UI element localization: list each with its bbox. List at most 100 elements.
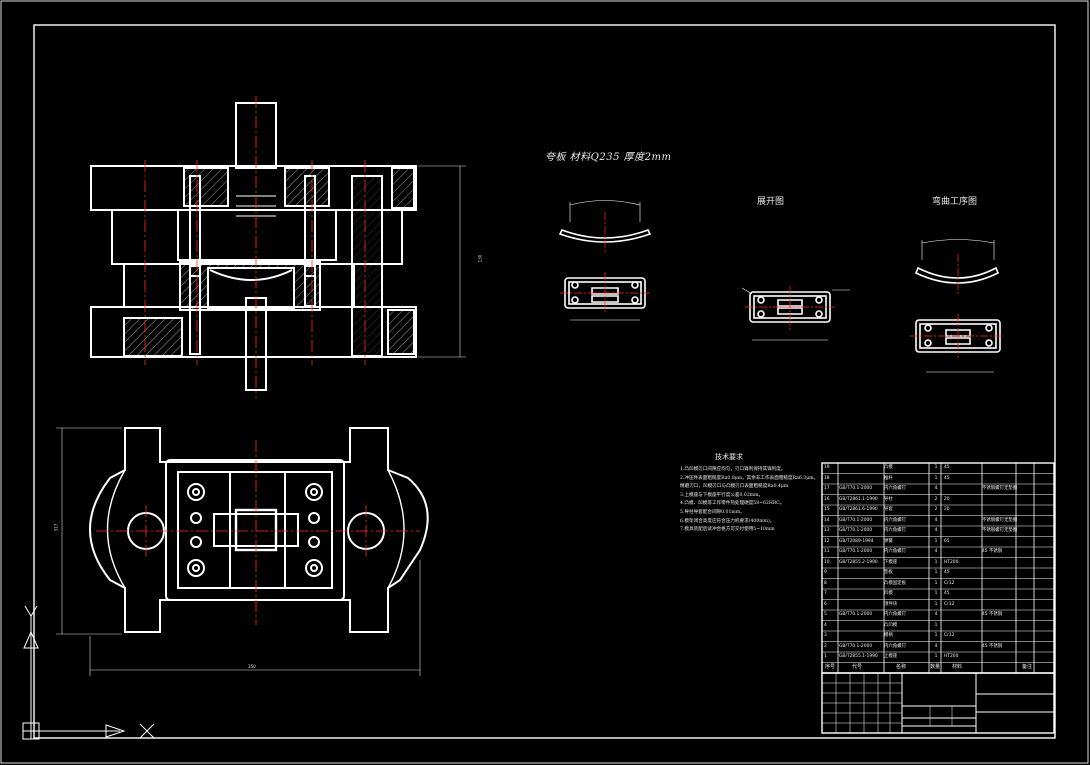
bom-cell-qty: 4 xyxy=(934,486,938,491)
bom-cell-material: 45 xyxy=(944,465,950,470)
bom-cell-qty: 2 xyxy=(934,496,938,502)
part1-centerlines xyxy=(560,212,650,314)
bom-cell-remark xyxy=(982,558,1054,568)
bom-cell-name: 导柱 xyxy=(884,496,893,502)
bom-cell-name: 凸凹模 xyxy=(884,622,898,628)
bom-cell-no: 7 xyxy=(824,591,827,596)
plan-centerlines xyxy=(96,440,420,625)
bom-cell-material: Cr12 xyxy=(944,601,955,607)
bom-cell-remark xyxy=(982,537,1054,547)
bom-cell-material: HT200 xyxy=(944,559,959,565)
front-centerlines xyxy=(144,96,366,398)
tech-note: 精磨刃口，凹模刃口与凸模刃口表面粗糙度Ra0.4μm xyxy=(680,484,789,490)
sheet-inner-border xyxy=(33,24,1056,739)
bom-cell-remark xyxy=(982,505,1054,515)
tech-note: 1.凸凹模刃口间隙应均匀，刃口锋利保持其锋利度。 xyxy=(680,467,786,472)
bom-cell-material: 45 xyxy=(944,570,950,575)
bom-cell-no: 14 xyxy=(824,517,830,523)
bom-cell-name: 垫板 xyxy=(884,570,893,575)
bending-view-label: 弯曲工序图 xyxy=(932,197,978,207)
bom-cell-name: 弹簧 xyxy=(884,538,893,544)
bom-cell-no: 2 xyxy=(824,643,827,649)
bom-cell-code: GB/T70.1-2000 xyxy=(839,549,873,554)
bom-cell-no: 10 xyxy=(824,559,830,565)
bom-cell-code: GB/T70.1-2000 xyxy=(839,517,873,523)
bom-cell-name: 内六角螺钉 xyxy=(884,643,906,649)
bom-cell-qty: 1 xyxy=(934,622,938,628)
bom-cell-material: Cr12 xyxy=(944,633,955,638)
bom-cell-remark: 45 不锈钢 xyxy=(982,612,1003,617)
bom-cell-no: 13 xyxy=(824,528,830,533)
tech-note: 3.上模座与下模座平行度公差0.02mm。 xyxy=(680,492,764,498)
bom-cell-material xyxy=(944,516,982,526)
bom-cell-remark xyxy=(982,568,1054,578)
tech-note: 2.冲压件表面粗糙度Ra0.8μm，其余非工作表面粗糙度Ra6.3μm。 xyxy=(680,475,819,481)
bom-cell-name: 凸模 xyxy=(884,465,893,470)
bom-cell-qty: 4 xyxy=(934,612,938,617)
bom-cell-remark xyxy=(982,621,1054,631)
bom-cell-remark xyxy=(982,474,1054,484)
unfold-centerlines xyxy=(745,286,835,330)
bom-cell-no: 3 xyxy=(824,633,827,638)
bom-row-lines xyxy=(822,473,1054,663)
tech-note: 7.模具装配后试冲合格方可交付使用5~10mm xyxy=(680,527,775,533)
bom-cell-qty: 1 xyxy=(934,559,938,565)
bom-cell-material xyxy=(944,621,982,631)
bom-cell-name: 内六角螺钉 xyxy=(884,549,906,554)
bom-cell-name: 凹模 xyxy=(884,591,893,596)
bom-cell-name: 内六角螺钉 xyxy=(884,517,906,523)
bom-header-material: 材料 xyxy=(952,664,963,670)
bom-cell-code: GB/T70.1-2000 xyxy=(839,612,873,617)
plan-width-dim-text: 350 xyxy=(248,664,256,669)
tech-note: 4.凸模、凹模等工作零件热处理硬度58~62HRC。 xyxy=(680,501,785,507)
bom-cell-material xyxy=(944,484,982,494)
part-title: 夸板 材料Q235 厚度2mm xyxy=(545,152,672,163)
bom-cell-qty: 4 xyxy=(934,517,938,523)
bom-cell-code: GB/T2855.2-1990 xyxy=(839,559,878,565)
bom-cell-qty: 1 xyxy=(934,601,938,607)
bom-cell-remark xyxy=(982,652,1054,662)
bom-cell-material: 65 xyxy=(944,538,950,544)
bom-cell-material: 20 xyxy=(944,496,950,502)
part-unfold-view xyxy=(741,287,850,341)
bom-cell-qty: 1 xyxy=(934,475,938,481)
bom-cell-material: 20 xyxy=(944,507,950,512)
bom-header-qty: 数量 xyxy=(930,664,941,670)
bom-cell-no: 6 xyxy=(824,601,827,607)
bom-row: 4 凸凹模 1 xyxy=(822,621,1054,631)
bom-cell-name: 内六角螺钉 xyxy=(884,612,906,617)
tech-requirements-title: 技术要求 xyxy=(715,453,743,461)
bom-cell-name: 推杆 xyxy=(884,475,893,481)
bom-cell-material: 45 xyxy=(944,591,950,596)
bom-cell-remark xyxy=(982,495,1054,505)
bom-cell-material xyxy=(944,642,982,652)
bom-cell-remark xyxy=(982,589,1054,599)
front-height-dim-text: 130 xyxy=(477,254,483,263)
tech-note: 6.模架闭合高度应符合压力机要求(400mm)。 xyxy=(680,518,775,524)
bom-cell-material: HT200 xyxy=(944,654,959,659)
bom-cell-material xyxy=(944,526,982,536)
bom-cell-qty: 1 xyxy=(934,654,938,659)
front-section-view xyxy=(90,102,417,391)
bom-cell-no: 17 xyxy=(824,486,830,491)
bom-cell-material: Cr12 xyxy=(944,580,955,586)
bom-cell-no: 4 xyxy=(824,622,827,628)
unfold-view-label: 展开图 xyxy=(757,197,785,207)
bending-centerlines xyxy=(910,254,1004,358)
bom-cell-qty: 1 xyxy=(934,580,938,586)
bom-cell-code: GB/T70.1-2000 xyxy=(839,528,873,533)
